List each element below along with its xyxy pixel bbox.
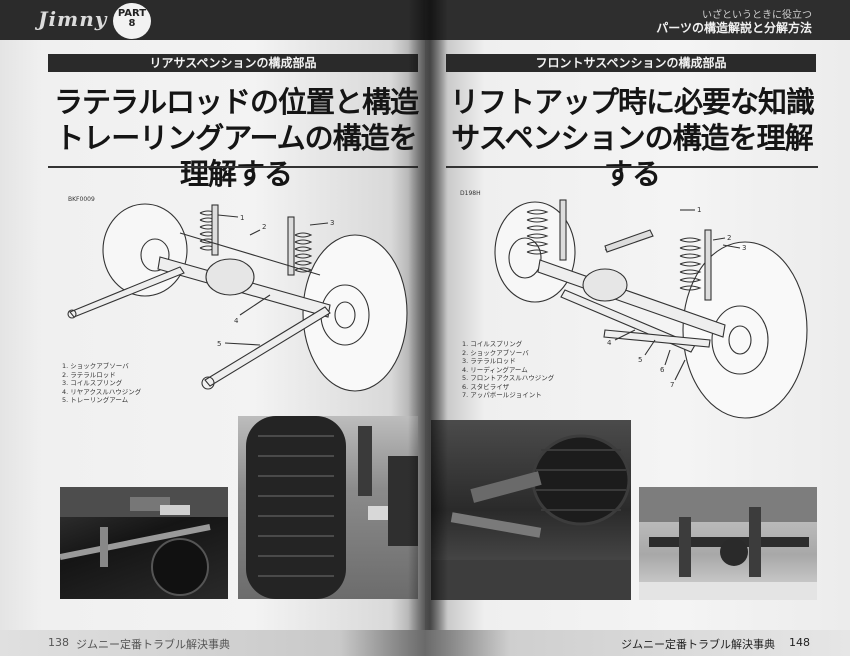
legend-item: 1. コイルスプリング — [462, 340, 523, 348]
legend-item: 5. トレーリングアーム — [62, 396, 129, 404]
right-book-title: ジムニー定番トラブル解決事典 — [621, 638, 775, 651]
rear-wheel-photo — [238, 416, 418, 599]
legend-item: 5. フロントアクスルハウジング — [462, 374, 555, 382]
legend-item: 3. コイルスプリング — [62, 379, 123, 387]
rear-parts-legend: 1. ショックアブソーバ 2. ラテラルロッド 3. コイルスプリング 4. リ… — [62, 362, 141, 405]
callout-1: 1 — [697, 206, 701, 214]
callout-4: 4 — [234, 317, 239, 325]
left-divider — [48, 166, 418, 168]
legend-item: 4. リヤアクスルハウジング — [62, 387, 142, 396]
callout-7: 7 — [670, 381, 674, 389]
header-title: パーツの構造解説と分解方法 — [656, 21, 812, 35]
right-page-number: 148 — [789, 636, 810, 649]
header-band-left: Jimny PART 8 — [0, 0, 425, 40]
callout-3: 3 — [742, 244, 746, 252]
rear-underbody-photo — [60, 487, 228, 599]
callout-4: 4 — [607, 339, 612, 347]
front-parts-legend: 1. コイルスプリング 2. ショックアブソーバ 3. ラテラルロッド 4. リ… — [462, 340, 554, 400]
front-wheel-photo — [431, 420, 631, 600]
legend-item: 1. ショックアブソーバ — [62, 362, 129, 370]
callout-6: 6 — [660, 366, 665, 374]
callout-3: 3 — [330, 219, 334, 227]
part-number: 8 — [128, 18, 136, 29]
part-badge: PART 8 — [113, 3, 151, 39]
left-page-number: 138 — [48, 636, 69, 649]
right-headline-line2: サスペンションの構造を理解する — [451, 121, 813, 191]
front-suspension-section-label: フロントサスペンションの構成部品 — [446, 54, 816, 72]
legend-item: 2. ラテラルロッド — [62, 370, 116, 379]
right-footer: ジムニー定番トラブル解決事典 148 — [425, 630, 850, 656]
legend-item: 6. スタビライザ — [462, 382, 510, 391]
left-footer: 138 ジムニー定番トラブル解決事典 — [0, 630, 425, 656]
rear-suspension-section-label: リアサスペンションの構成部品 — [48, 54, 418, 72]
legend-item: 7. アッパボールジョイント — [462, 391, 542, 399]
header-subtitle: いざというときに役立つ — [702, 10, 812, 21]
left-book-title: ジムニー定番トラブル解決事典 — [76, 638, 230, 651]
left-headline-line2: トレーリングアームの構造を理解する — [55, 121, 417, 191]
header-band-right: いざというときに役立つ パーツの構造解説と分解方法 — [425, 0, 850, 40]
callout-2: 2 — [727, 234, 731, 242]
right-diagram-code: D198H — [460, 190, 481, 197]
left-headline: ラテラルロッドの位置と構造 トレーリングアームの構造を理解する — [46, 84, 426, 192]
front-underbody-photo — [639, 487, 817, 600]
right-divider — [446, 166, 818, 168]
callout-5: 5 — [217, 340, 221, 348]
legend-item: 2. ショックアブソーバ — [462, 348, 529, 357]
callout-5: 5 — [638, 356, 642, 364]
left-diagram-code: BKF0009 — [68, 196, 95, 203]
legend-item: 3. ラテラルロッド — [462, 357, 516, 365]
right-headline: リフトアップ時に必要な知識 サスペンションの構造を理解する — [446, 84, 818, 192]
left-headline-line1: ラテラルロッドの位置と構造 — [53, 85, 419, 119]
book-gutter-shadow — [408, 0, 448, 656]
front-suspension-diagram: 1 2 3 4 5 6 7 — [494, 199, 808, 419]
callout-1: 1 — [240, 214, 244, 222]
rear-suspension-diagram: 1 2 3 4 5 — [67, 203, 408, 392]
jimny-logo: Jimny — [38, 7, 108, 31]
legend-item: 4. リーディングアーム — [462, 365, 528, 374]
part-label: PART — [117, 8, 147, 19]
right-headline-line1: リフトアップ時に必要な知識 — [449, 85, 815, 119]
callout-2: 2 — [262, 223, 266, 231]
